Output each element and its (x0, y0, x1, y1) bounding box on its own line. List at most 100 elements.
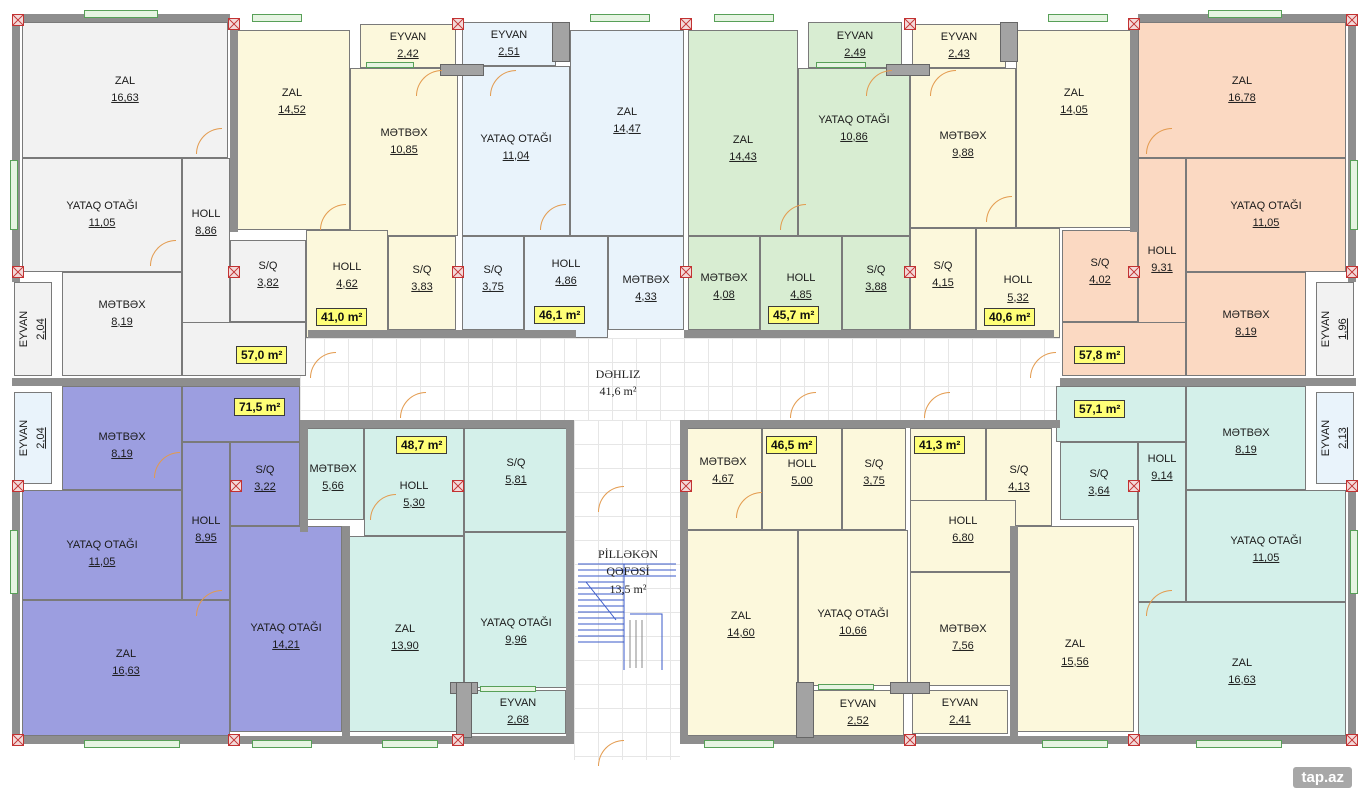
room-name: HOLL (191, 515, 221, 528)
wall (1010, 526, 1018, 738)
room-area: 3,88 (865, 281, 887, 294)
column (1128, 266, 1140, 278)
window (1350, 530, 1358, 594)
room-name: ZAL (281, 87, 303, 100)
room-area: 3,64 (1088, 484, 1110, 497)
room-area: 2,52 (847, 715, 869, 727)
room-name: S/Q (258, 259, 278, 272)
room-name: HOLL (399, 479, 429, 492)
room-name: S/Q (864, 457, 884, 470)
room-name: ZAL (616, 105, 638, 118)
room-area: 16,63 (1228, 673, 1256, 686)
room-name: MƏTBƏX (380, 126, 428, 139)
room-name: S/Q (866, 264, 886, 277)
room-area: 7,56 (952, 639, 974, 652)
apartment-area-tag: 71,5 m² (234, 398, 286, 416)
wall (1348, 484, 1356, 744)
wall (12, 14, 230, 22)
room-area: 8,95 (195, 532, 217, 545)
wall-pier (886, 64, 930, 76)
room-area: 15,56 (1061, 655, 1089, 668)
stairs-drawing (578, 563, 676, 670)
room-name: MƏTBƏX (98, 298, 146, 311)
column (1346, 266, 1358, 278)
room-area: 4,86 (555, 275, 577, 287)
window (252, 740, 312, 748)
room-name: S/Q (1009, 463, 1029, 476)
wall-pier (440, 64, 484, 76)
room-name: EYVAN (839, 697, 877, 710)
room-area: 4,13 (1008, 480, 1030, 493)
wall (230, 22, 238, 232)
room-area: 4,02 (1089, 274, 1111, 287)
column (904, 18, 916, 30)
room-area: 2,13 (1337, 427, 1349, 449)
stairs-name-2: QƏFƏSİ (606, 564, 650, 579)
column (228, 734, 240, 746)
room-name: ZAL (732, 134, 754, 147)
room-name: HOLL (551, 257, 581, 270)
apartment-area-tag: 57,1 m² (1074, 400, 1126, 418)
window (816, 62, 866, 68)
column (680, 480, 692, 492)
room-name: ZAL (115, 647, 137, 660)
room-area: 14,21 (272, 639, 300, 652)
room-area: 6,80 (952, 532, 974, 545)
column (680, 266, 692, 278)
window (480, 686, 536, 692)
room-name: S/Q (412, 264, 432, 277)
room-name: YATAQ OTAĞI (1230, 199, 1302, 212)
column (1346, 480, 1358, 492)
wall-pier (890, 682, 930, 694)
room-area: 11,05 (1252, 217, 1280, 229)
room-name: HOLL (787, 457, 817, 470)
room-area: 9,88 (952, 146, 974, 159)
column (228, 266, 240, 278)
room-area: 3,22 (254, 481, 276, 494)
room-area: 14,52 (278, 104, 306, 117)
room-name: EYVAN (490, 28, 528, 41)
wall (12, 14, 20, 282)
wall (1348, 14, 1356, 282)
room-area: 3,75 (863, 475, 885, 487)
room-name: EYVAN (17, 419, 30, 457)
wall (684, 330, 1054, 338)
window (84, 10, 158, 18)
room-name: YATAQ OTAĞI (1230, 535, 1302, 548)
apartment-area-tag: 41,3 m² (914, 436, 966, 454)
room-name: EYVAN (499, 696, 537, 709)
stairs-area: 13,5 m² (609, 581, 647, 596)
room-area: 5,30 (403, 496, 425, 509)
room-area: 4,15 (932, 277, 954, 289)
watermark: tap.az (1293, 767, 1352, 788)
apartment-area-tag: 46,5 m² (766, 436, 818, 454)
apartment-area-tag: 57,8 m² (1074, 346, 1126, 364)
room-area: 2,43 (948, 48, 970, 60)
room-name: EYVAN (389, 30, 427, 43)
room-name: MƏTBƏX (622, 273, 670, 286)
room-area: 9,31 (1151, 261, 1173, 274)
wall (300, 420, 574, 428)
room-name: ZAL (1231, 74, 1253, 87)
room-area: 2,04 (35, 318, 47, 340)
room-name: MƏTBƏX (98, 431, 146, 444)
room-name: S/Q (933, 259, 953, 272)
column (228, 18, 240, 30)
